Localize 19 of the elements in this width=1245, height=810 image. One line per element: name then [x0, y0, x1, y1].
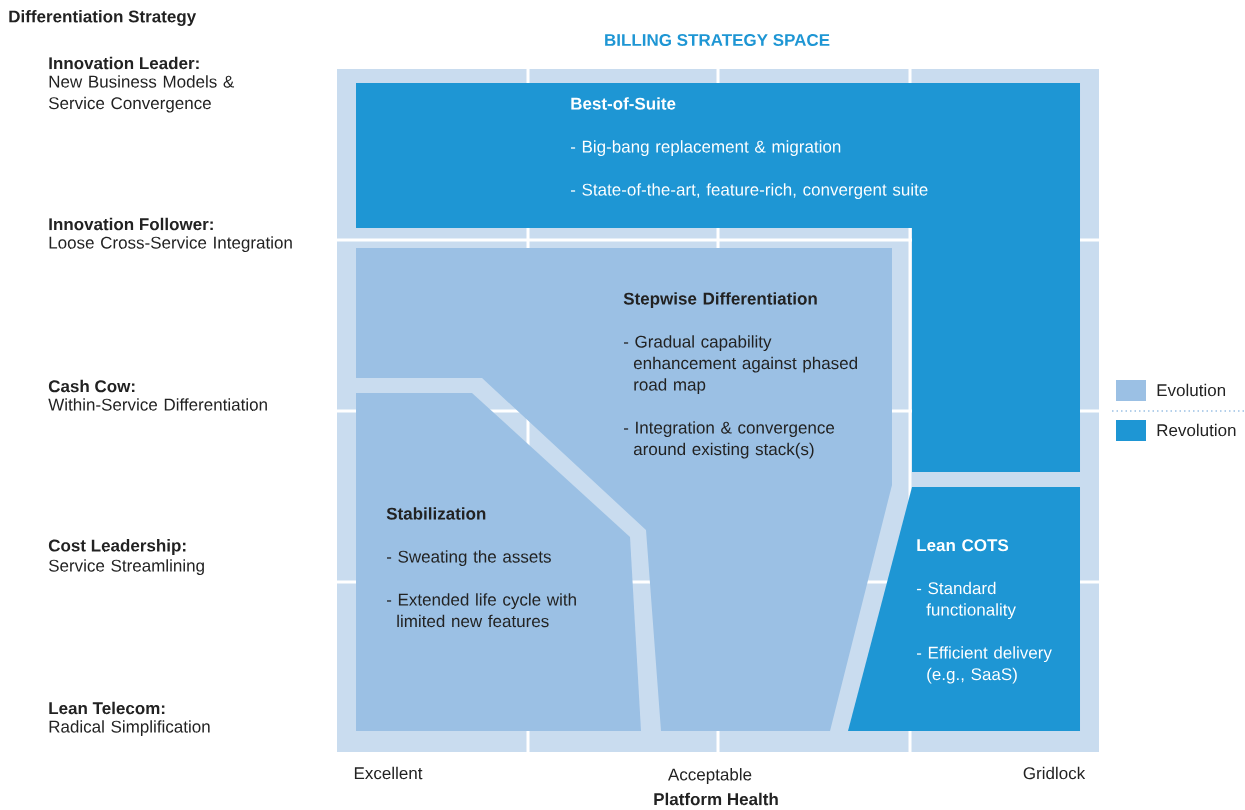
legend-label: Evolution — [1157, 383, 1225, 397]
category-description: Loose Cross-Service Integration — [49, 236, 292, 253]
axis-category: Innovation Follower: — [49, 217, 213, 231]
axis-category: Cost Leadership: — [48, 539, 186, 555]
legend-label: Revolution — [1157, 423, 1236, 437]
strategy-region: Lean COTS - Standard functionality - Efficient delivery (e.g., SaaS) — [848, 487, 1080, 731]
axis-category: Excellent — [354, 766, 423, 780]
axis-category: Lean Telecom: — [49, 701, 165, 715]
category-description: Within-Service Differentiation — [48, 398, 267, 411]
chart-title: BILLING STRATEGY SPACE — [605, 34, 830, 46]
axis-title: Differentiation Strategy — [9, 10, 197, 26]
category-description: Radical Simplification — [49, 720, 210, 737]
axis-category: Cash Cow: — [48, 379, 135, 393]
axis-category: Gridlock — [1023, 766, 1086, 780]
category-description: Service Streamlining — [49, 559, 204, 576]
axis-category: Acceptable — [668, 768, 752, 784]
axis-category: Innovation Leader: — [49, 56, 199, 70]
axis-title: Platform Health — [654, 792, 778, 806]
category-description: New Business Models & Service Convergence — [49, 75, 234, 113]
